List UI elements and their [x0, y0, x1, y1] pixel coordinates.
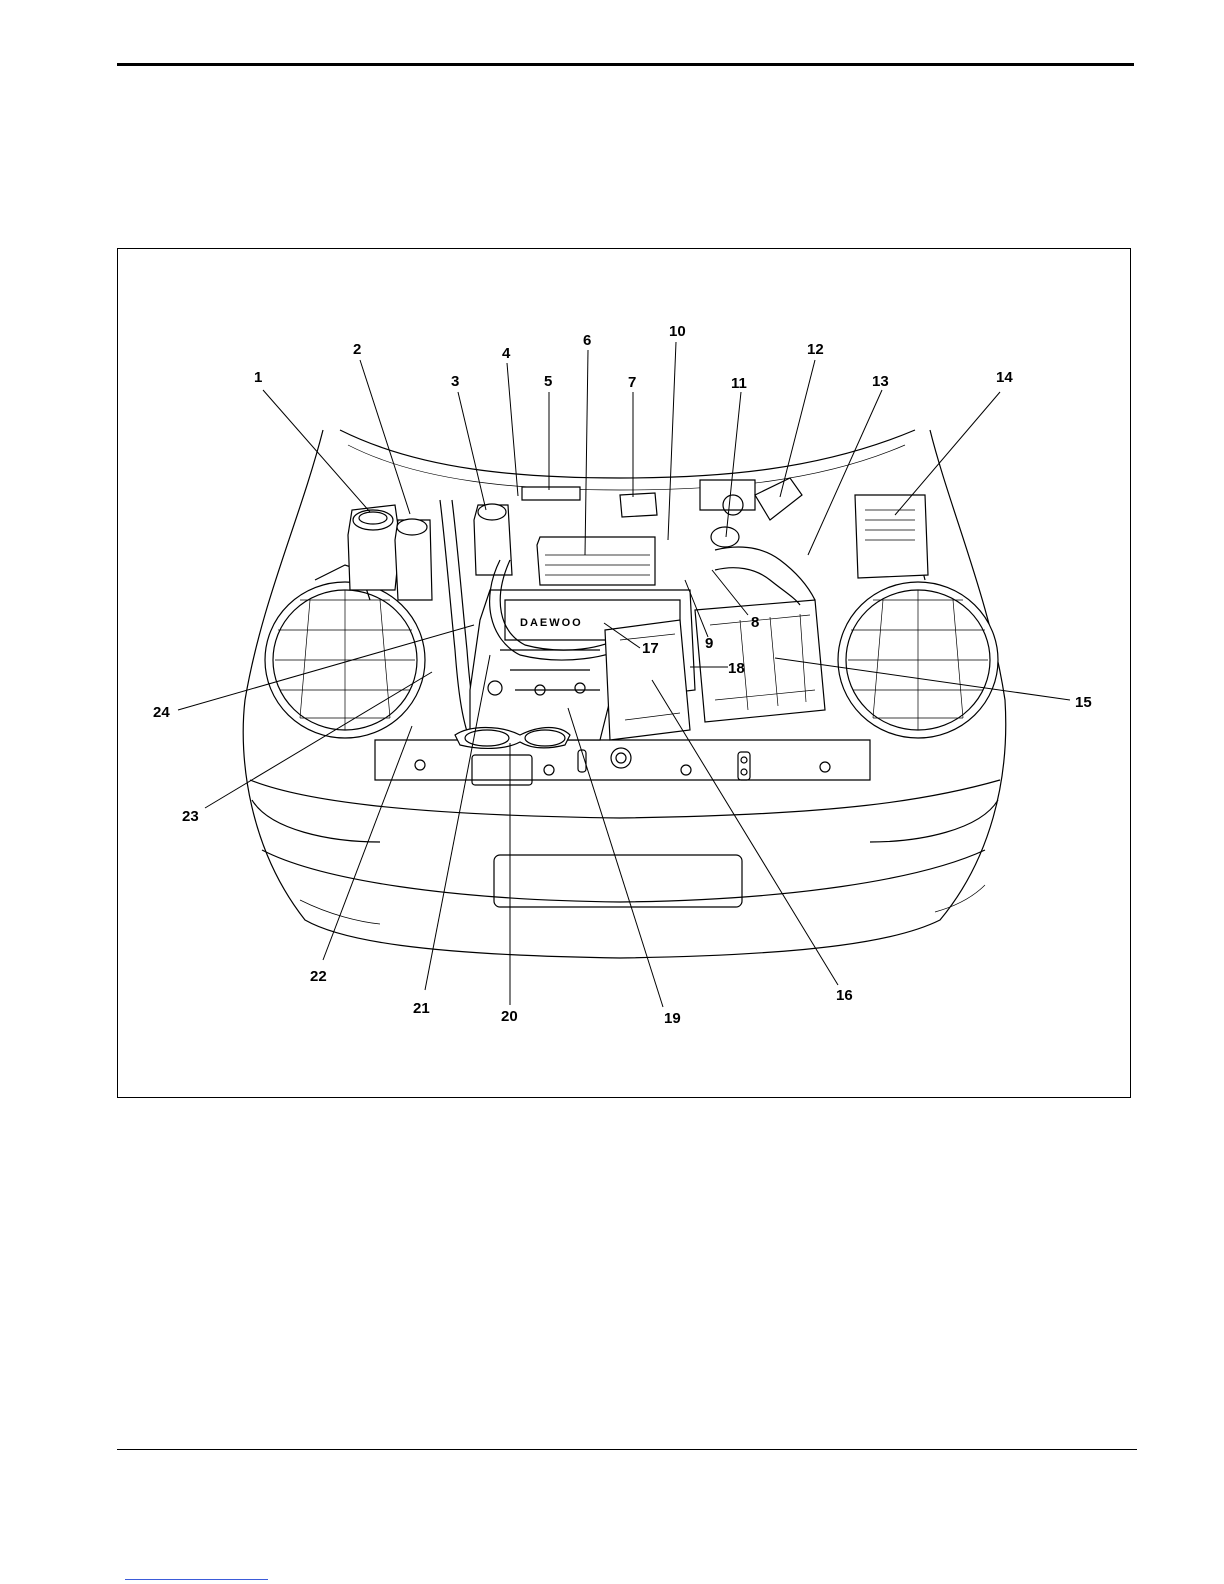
- callout-20: 20: [501, 1008, 518, 1025]
- callout-22: 22: [310, 968, 327, 985]
- callout-6: 6: [583, 332, 591, 349]
- callout-23: 23: [182, 808, 199, 825]
- callout-2: 2: [353, 341, 361, 358]
- callout-19: 19: [664, 1010, 681, 1027]
- callout-11: 11: [731, 375, 747, 392]
- callout-10: 10: [669, 323, 686, 340]
- callout-16: 16: [836, 987, 853, 1004]
- callout-3: 3: [451, 373, 459, 390]
- callout-8: 8: [751, 614, 759, 631]
- callout-7: 7: [628, 374, 636, 391]
- fuse-box: [855, 495, 928, 578]
- right-headlamp: [838, 555, 998, 738]
- callout-21: 21: [413, 1000, 430, 1017]
- callout-15: 15: [1075, 694, 1092, 711]
- callout-1: 1: [254, 369, 262, 386]
- callout-12: 12: [807, 341, 824, 358]
- callout-14: 14: [996, 369, 1013, 386]
- callout-18: 18: [728, 660, 745, 677]
- wiper-hardware: [522, 478, 802, 520]
- callout-24: 24: [153, 704, 170, 721]
- callout-5: 5: [544, 373, 552, 390]
- callout-4: 4: [502, 345, 511, 362]
- callout-13: 13: [872, 373, 889, 390]
- callout-17: 17: [642, 640, 659, 657]
- brand-lettering: DAEWOO: [520, 617, 583, 629]
- callout-9: 9: [705, 635, 713, 652]
